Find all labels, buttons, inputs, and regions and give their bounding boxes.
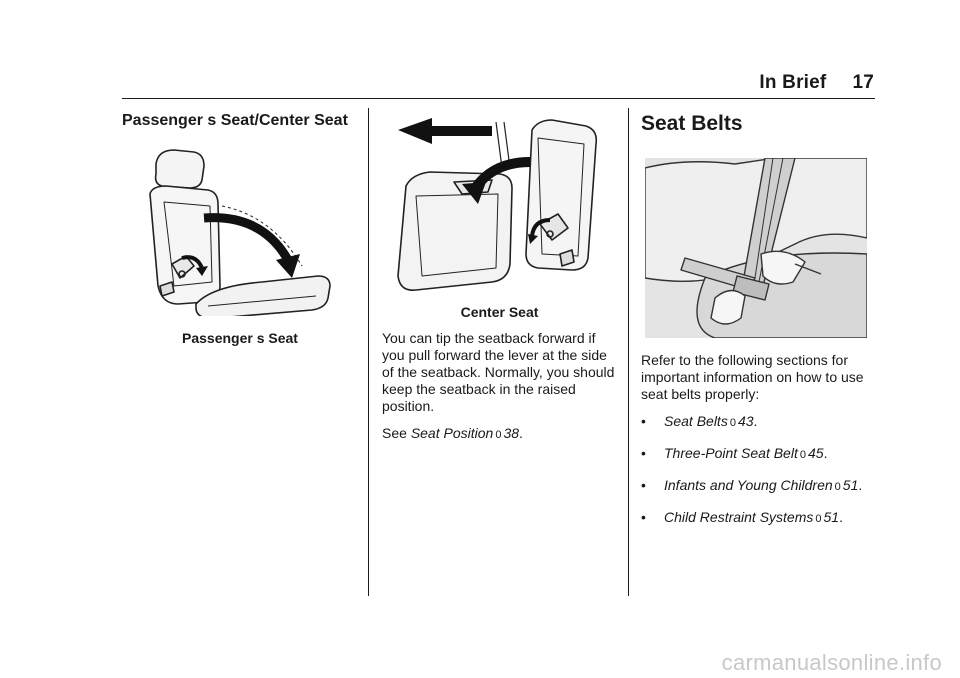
header-rule: [122, 98, 875, 99]
reference-suffix: .: [858, 477, 863, 493]
bullet-marker: •: [641, 509, 646, 525]
cross-reference-link[interactable]: Child Restraint Systems: [664, 509, 814, 525]
page-arrow-icon: 0: [799, 449, 806, 461]
reference-page[interactable]: 38: [503, 425, 520, 441]
page-header: In Brief 17: [759, 72, 874, 94]
watermark: carmanualsonline.info: [721, 650, 942, 675]
section-heading: Seat Belts: [641, 112, 743, 135]
center-seat-illustration: [397, 118, 598, 292]
see-prefix: See: [382, 425, 407, 441]
cross-reference-link[interactable]: Seat Belts: [664, 413, 728, 429]
body-paragraph: Refer to the following sections for impo…: [641, 352, 864, 402]
reference-page[interactable]: 45: [807, 445, 824, 461]
bullet-marker: •: [641, 477, 646, 493]
column-divider-2: [628, 108, 629, 596]
seat-belt-illustration: [645, 158, 867, 338]
cross-reference-link[interactable]: Seat Position: [410, 425, 494, 441]
section-heading: Passenger s Seat/Center Seat: [122, 112, 348, 129]
reference-page[interactable]: 43: [737, 413, 754, 429]
column-divider-1: [368, 108, 369, 596]
bullet-marker: •: [641, 445, 646, 461]
passenger-seat-illustration: [149, 149, 331, 316]
figure-caption: Center Seat: [460, 304, 539, 320]
section-title: In Brief: [759, 72, 827, 93]
page-arrow-icon: 0: [729, 417, 736, 429]
column-center-seat: Center Seat You can tip the seatback for…: [382, 108, 617, 454]
reference-suffix: .: [753, 413, 758, 429]
reference-suffix: .: [823, 445, 828, 461]
page-arrow-icon: 0: [495, 429, 502, 441]
page-number: 17: [852, 72, 874, 93]
reference-suffix: .: [519, 425, 523, 441]
figure-caption: Passenger s Seat: [182, 330, 298, 346]
cross-reference-link[interactable]: Three-Point Seat Belt: [664, 445, 798, 461]
page-arrow-icon: 0: [834, 481, 841, 493]
page-arrow-icon: 0: [815, 513, 822, 525]
bullet-marker: •: [641, 413, 646, 429]
column-seat-belts: Seat Belts Refer to the following sectio…: [641, 108, 881, 541]
body-paragraph: You can tip the seatback forward if you …: [382, 330, 615, 414]
reference-page[interactable]: 51: [842, 477, 859, 493]
column-passenger-seat: Passenger s Seat/Center Seat Passenger s…: [122, 108, 358, 346]
reference-suffix: .: [839, 509, 843, 525]
cross-reference-link[interactable]: Infants and Young Children: [664, 477, 833, 493]
reference-page[interactable]: 51: [823, 509, 840, 525]
